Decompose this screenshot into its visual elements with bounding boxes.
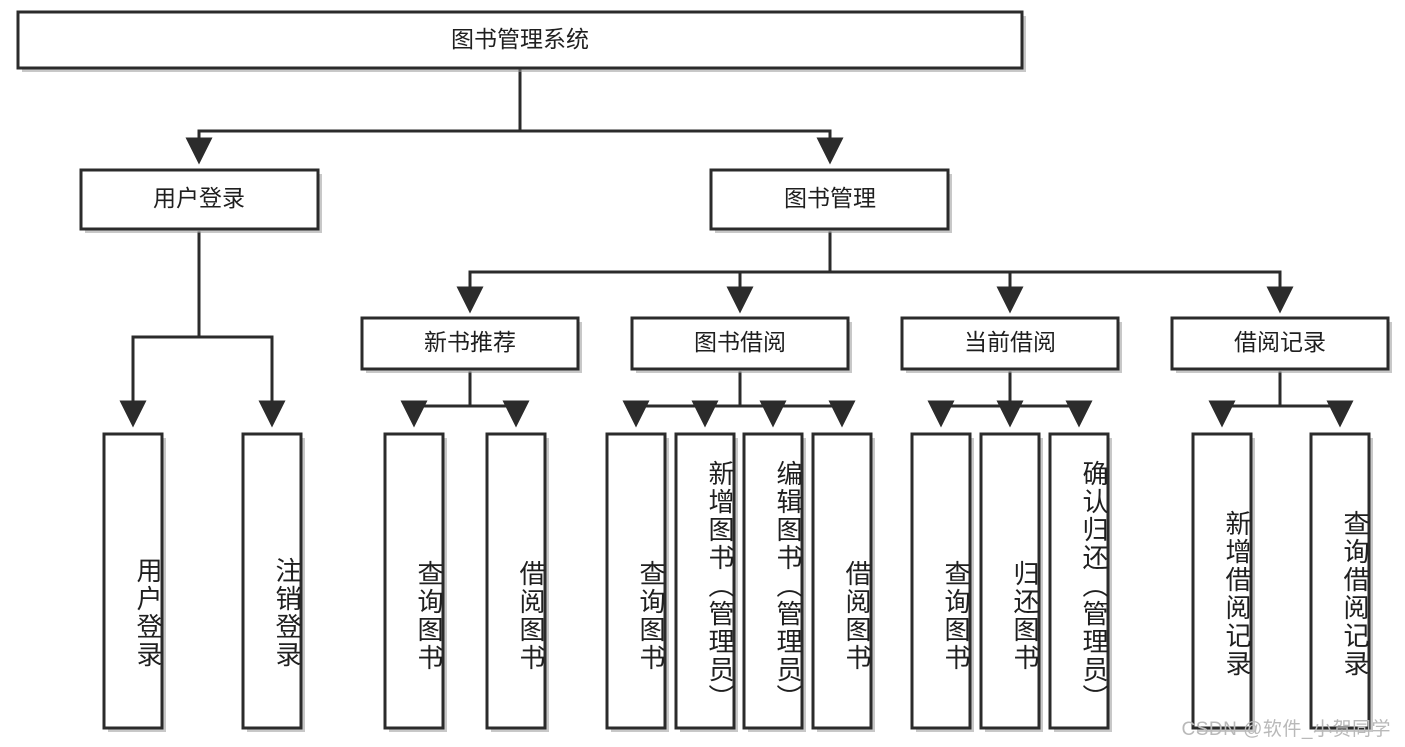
node-user-login[interactable]: 用户登录	[79, 168, 322, 233]
node-current-borrow[interactable]: 当前借阅	[900, 316, 1122, 373]
node-leaf-confirm-return[interactable]	[1048, 432, 1112, 732]
connector-group-book-manage	[456, 231, 1294, 314]
node-user-login-label: 用户登录	[153, 185, 245, 211]
node-current-borrow-label: 当前借阅	[964, 329, 1056, 355]
node-book-manage-label: 图书管理	[784, 185, 876, 211]
connector-group-bookborrow	[622, 371, 856, 428]
node-leaf-return-book[interactable]	[979, 432, 1043, 732]
connector-group-borrowrecord	[1208, 371, 1354, 428]
node-borrow-record[interactable]: 借阅记录	[1170, 316, 1392, 373]
node-book-manage[interactable]: 图书管理	[709, 168, 952, 233]
node-leaf-user-login[interactable]	[102, 432, 166, 732]
node-leaf-borrow-book-2[interactable]	[811, 432, 875, 732]
node-leaf-query-record[interactable]	[1309, 432, 1373, 732]
node-leaf-add-book[interactable]	[674, 432, 738, 732]
node-leaf-query-book-1[interactable]	[383, 432, 447, 732]
connector-group-root	[185, 66, 844, 165]
connector-group-currentborrow	[927, 371, 1093, 428]
node-borrow-record-label: 借阅记录	[1234, 329, 1326, 355]
node-book-borrow-label: 图书借阅	[694, 329, 786, 355]
connector-group-user-login	[119, 231, 286, 428]
node-leaf-query-book-2[interactable]	[605, 432, 669, 732]
node-leaf-borrow-book-1[interactable]	[485, 432, 549, 732]
node-leaf-logout-login[interactable]	[241, 432, 305, 732]
node-leaf-add-record[interactable]	[1191, 432, 1255, 732]
node-new-book-rec[interactable]: 新书推荐	[360, 316, 582, 373]
node-leaf-query-book-3[interactable]	[910, 432, 974, 732]
node-new-book-rec-label: 新书推荐	[424, 329, 516, 355]
node-root[interactable]: 图书管理系统	[16, 10, 1026, 72]
node-book-borrow[interactable]: 图书借阅	[630, 316, 852, 373]
node-root-label: 图书管理系统	[451, 26, 589, 52]
node-leaf-edit-book[interactable]	[742, 432, 806, 732]
connector-group-newbook	[400, 371, 530, 428]
csdn-watermark: CSDN @软件_小贺同学	[1181, 719, 1391, 740]
